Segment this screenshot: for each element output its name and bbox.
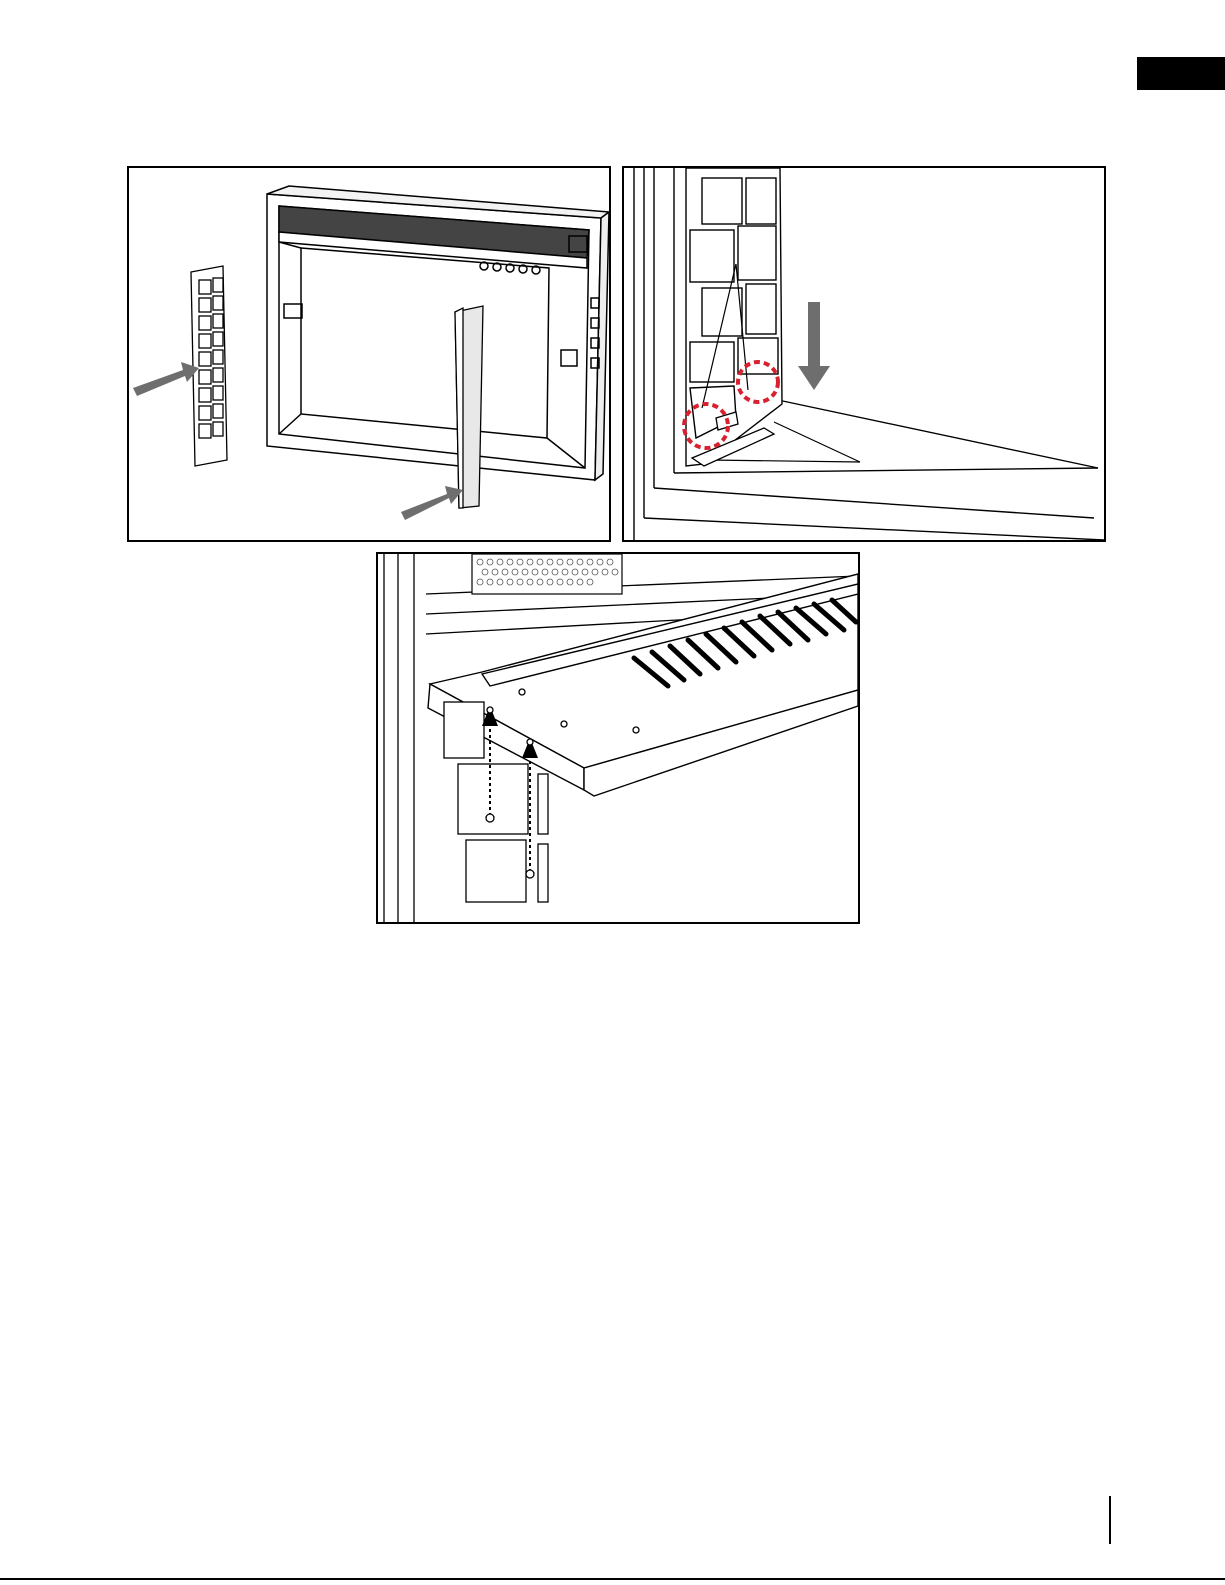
figure-top-panel-screws bbox=[376, 552, 860, 924]
top-panel-illustration bbox=[378, 554, 858, 922]
figure-panel-slot-detail bbox=[622, 166, 1106, 542]
left-brick-panel-icon bbox=[191, 266, 227, 466]
footer-rule bbox=[0, 1578, 1225, 1580]
mesh-grille-icon bbox=[472, 554, 622, 594]
section-tab-marker bbox=[1137, 57, 1225, 90]
figure-install-brick-panels bbox=[127, 166, 611, 542]
firebox-illustration bbox=[129, 168, 609, 540]
down-arrow-icon bbox=[798, 302, 830, 390]
firebox-icon bbox=[267, 186, 609, 480]
top-panel-icon bbox=[428, 574, 858, 796]
page-number-divider bbox=[1109, 1496, 1111, 1544]
right-brick-panel-icon bbox=[455, 306, 483, 508]
panel-slot-illustration bbox=[624, 168, 1104, 540]
